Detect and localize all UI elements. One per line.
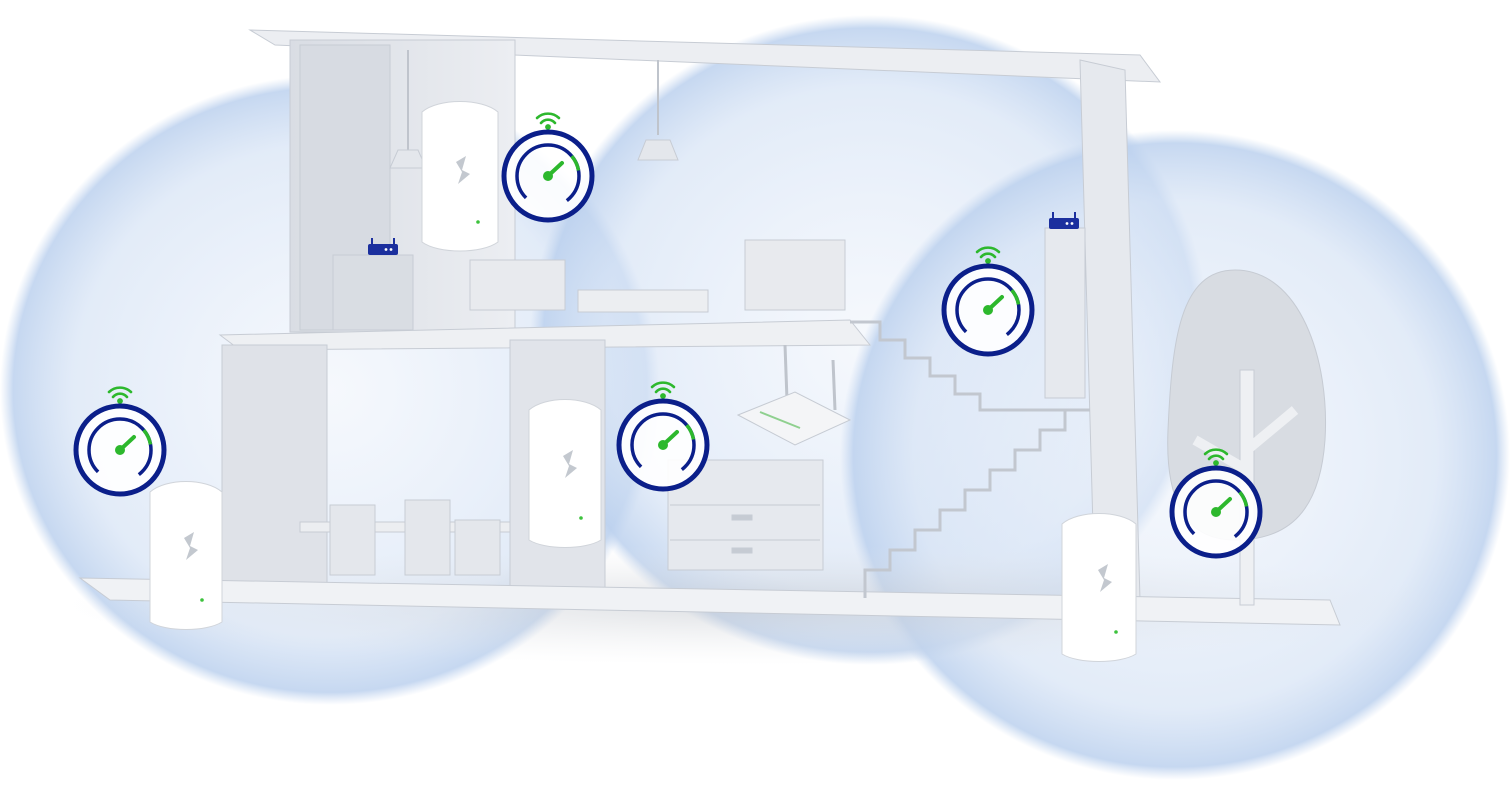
lower-wall-left bbox=[221, 344, 328, 591]
speed-badge-stairs bbox=[940, 240, 1036, 360]
mesh-node-right bbox=[1058, 504, 1140, 666]
mesh-node-middle bbox=[525, 390, 605, 552]
speed-badge-upper bbox=[500, 106, 596, 226]
speedometer-icon bbox=[616, 398, 710, 492]
bed bbox=[577, 289, 709, 313]
mesh-node-left bbox=[146, 472, 226, 634]
speed-badge-left bbox=[72, 380, 168, 500]
router-icon bbox=[1047, 212, 1081, 230]
speedometer-icon bbox=[501, 129, 595, 223]
wifi-signal-icon bbox=[650, 381, 676, 399]
chair-upper-left bbox=[469, 259, 566, 311]
ceiling-lamp bbox=[637, 139, 679, 161]
tall-cabinet bbox=[1044, 227, 1086, 399]
main-router bbox=[736, 344, 852, 446]
staircase-upper bbox=[850, 320, 1090, 412]
speedometer-icon bbox=[73, 403, 167, 497]
mesh-node-upper bbox=[418, 92, 502, 257]
speed-badge-garden bbox=[1168, 442, 1264, 562]
speed-badge-middle bbox=[615, 375, 711, 495]
speedometer-icon bbox=[1169, 465, 1263, 559]
wifi-signal-icon bbox=[975, 246, 1001, 264]
speedometer-icon bbox=[941, 263, 1035, 357]
cabinet-upper bbox=[332, 254, 414, 331]
wifi-signal-icon bbox=[1203, 448, 1229, 466]
ground-floor bbox=[78, 577, 1341, 626]
wifi-signal-icon bbox=[107, 386, 133, 404]
staircase-lower bbox=[863, 408, 1090, 598]
chair-upper-right bbox=[744, 239, 846, 311]
wifi-signal-icon bbox=[535, 112, 561, 130]
router-icon bbox=[366, 238, 400, 256]
